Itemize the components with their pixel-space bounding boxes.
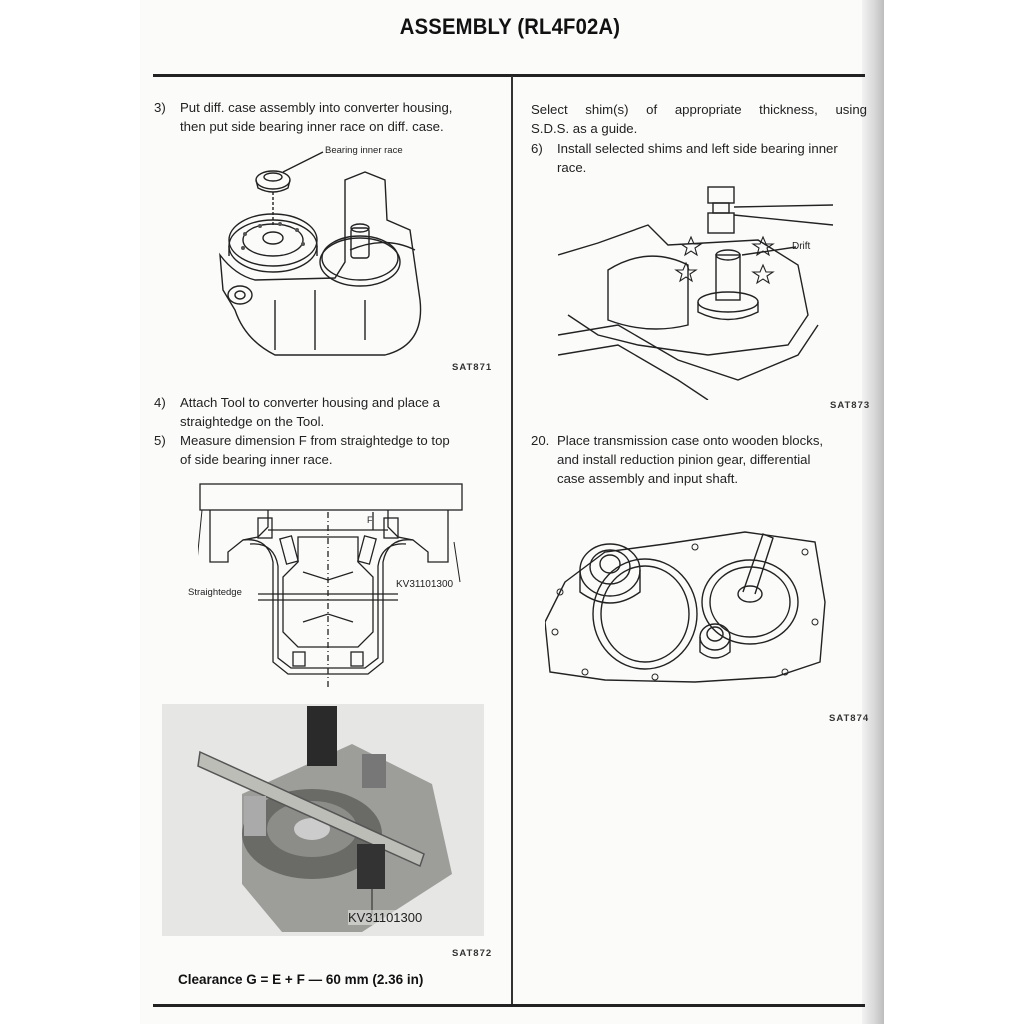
transmission-gears-illustration [545,531,826,683]
step-number: 6) [531,141,543,156]
drift-install-illustration [558,186,834,400]
clearance-formula: Clearance G = E + F — 60 mm (2.36 in) [178,972,424,987]
step-20: 20. Place transmission case onto wooden … [531,431,871,491]
step-text: Measure dimension F from straightedge to… [180,433,450,467]
column-divider [511,76,513,1006]
step-4: 4) Attach Tool to converter housing and … [154,393,494,433]
callout-bearing-inner-race: Bearing inner race [325,145,403,156]
callout-straightedge: Straightedge [188,587,242,598]
step-6: 6) Install selected shims and left side … [531,139,871,179]
tool-on-housing-photo [197,706,452,932]
footer-rule [153,1004,865,1007]
dimension-label-f: F [367,515,373,525]
step-5: 5) Measure dimension F from straightedge… [154,431,494,471]
step-text: Place transmission case onto wooden bloc… [557,433,824,486]
page-edge-shadow [862,0,884,1024]
shim-selection-text: Select shim(s) of appropriate thickness,… [531,102,867,136]
figure-sat872-photo: KV31101300 [162,704,484,936]
header-rule [153,74,865,77]
step-number: 5) [154,433,166,448]
figure-code: SAT872 [452,948,493,959]
figure-code: SAT874 [829,713,870,724]
callout-drift: Drift [792,241,811,252]
step-3: 3) Put diff. case assembly into converte… [154,98,494,138]
page-title: ASSEMBLY (RL4F02A) [399,14,621,39]
callout-tool: KV31101300 [396,579,454,590]
converter-housing-illustration [219,151,422,356]
step-text: Attach Tool to converter housing and pla… [180,395,441,429]
figure-code: SAT871 [452,362,493,373]
callout-tool-photo: KV31101300 [348,910,423,925]
step-number: 3) [154,100,166,115]
step-number: 4) [154,395,166,410]
figure-code: SAT873 [830,400,871,411]
step-text: Install selected shims and left side bea… [557,141,838,175]
diff-cross-section-diagram [198,483,463,687]
step-text: Put diff. case assembly into converter h… [180,100,453,134]
step-number: 20. [531,433,550,448]
